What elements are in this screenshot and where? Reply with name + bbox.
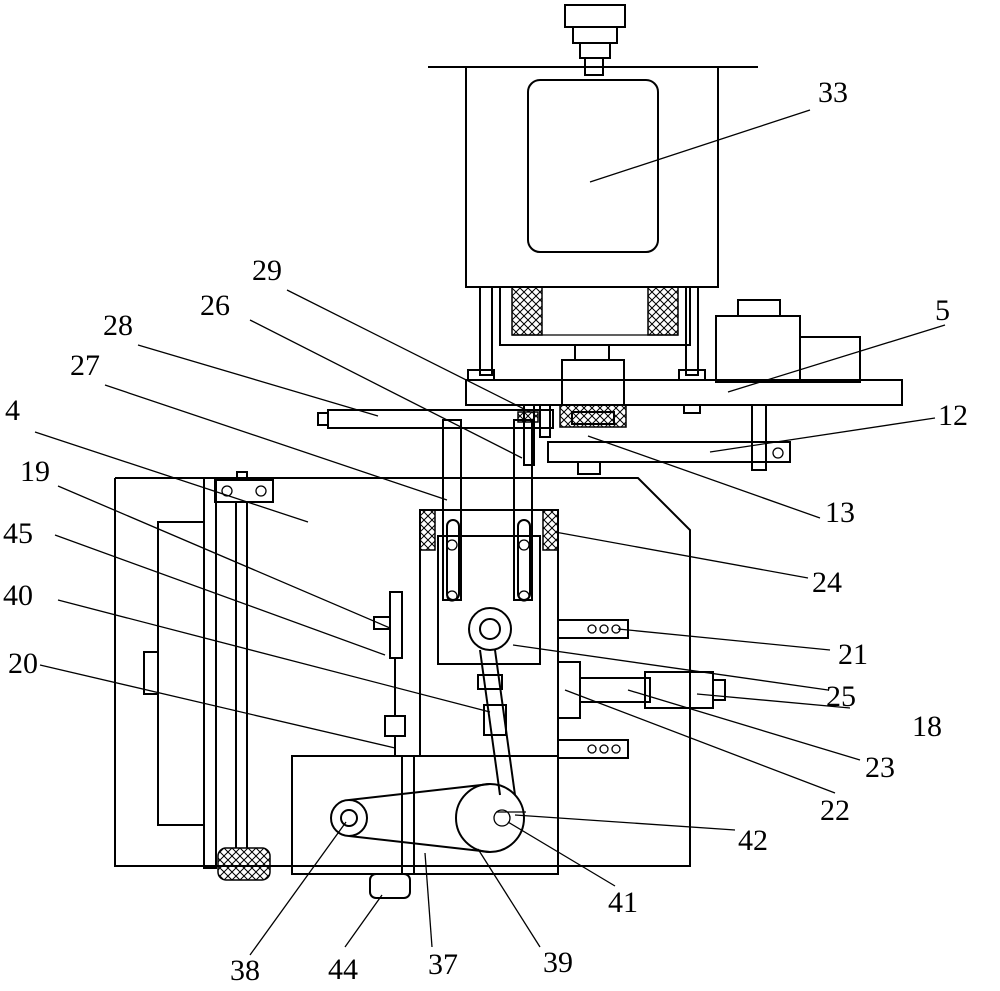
guide-block [373,419,559,757]
label-42: 42 [738,824,768,857]
label-41: 41 [608,886,638,919]
leader-lines [34,109,946,956]
label-23: 23 [865,751,895,784]
slider-arm [317,404,554,438]
label-4: 4 [5,394,20,427]
label-33: 33 [818,76,848,109]
label-45: 45 [3,517,33,550]
label-20: 20 [8,647,38,680]
label-38: 38 [230,954,260,987]
motor-assembly [428,4,861,406]
right-slides [557,619,726,759]
crank-linkage [477,649,516,796]
label-29: 29 [252,254,282,287]
label-27: 27 [70,349,100,382]
label-13: 13 [825,496,855,529]
label-21: 21 [838,638,868,671]
label-22: 22 [820,794,850,827]
label-40: 40 [3,579,33,612]
label-25: 25 [826,680,856,713]
label-37: 37 [428,948,458,981]
label-5: 5 [935,294,950,327]
label-19: 19 [20,455,50,488]
label-12: 12 [938,399,968,432]
labels: 33 29 26 28 27 4 19 45 40 20 5 12 13 24 … [3,76,968,987]
label-28: 28 [103,309,133,342]
main-frame [114,471,691,881]
lower-drive [291,755,559,899]
label-44: 44 [328,953,358,986]
label-39: 39 [543,946,573,979]
mounting-plate [465,369,903,475]
label-24: 24 [812,566,842,599]
label-26: 26 [200,289,230,322]
label-18: 18 [912,710,942,743]
